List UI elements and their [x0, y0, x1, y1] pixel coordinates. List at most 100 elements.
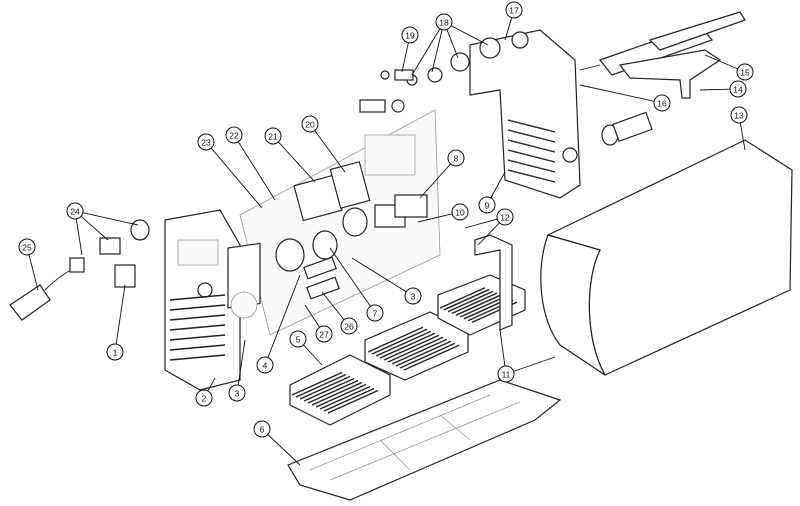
heatsink-right — [437, 234, 526, 336]
heatsink-fin — [299, 375, 351, 400]
callout-circle — [256, 356, 274, 374]
callout-circle — [729, 80, 747, 98]
callout-circle — [451, 203, 469, 221]
callout-circle — [478, 196, 496, 214]
callout-circle — [401, 26, 419, 44]
callout-circle — [653, 94, 671, 112]
heatsink-fin — [315, 383, 367, 408]
callout-10: 10 — [451, 203, 469, 221]
vent-slot — [507, 149, 556, 163]
leader-line — [419, 163, 451, 199]
heatsink-fin — [375, 330, 432, 357]
callout-15: 15 — [736, 63, 754, 81]
callout-3: 3 — [228, 384, 246, 402]
callout-19: 19 — [401, 26, 419, 44]
vent-slot — [507, 169, 556, 183]
callout-circle — [66, 202, 84, 220]
callout-number: 16 — [657, 99, 667, 109]
heatsink-fin — [303, 377, 355, 402]
heatsink-middle — [364, 311, 469, 381]
callout-circle — [447, 149, 465, 167]
vent-slot — [507, 129, 556, 143]
callout-11: 11 — [497, 365, 515, 383]
callout-circle — [301, 115, 319, 133]
callout-14: 14 — [729, 80, 747, 98]
callout-circle — [228, 384, 246, 402]
callout-circle — [106, 343, 124, 361]
power-plug-cable — [9, 219, 150, 321]
callout-circle — [497, 365, 515, 383]
leader-line — [513, 356, 556, 372]
callout-24: 24 — [66, 202, 84, 220]
callout-16: 16 — [653, 94, 671, 112]
callout-number: 25 — [22, 243, 32, 253]
callout-5: 5 — [289, 330, 307, 348]
leader-line — [431, 29, 443, 73]
callout-circle — [730, 106, 748, 124]
leader-line — [115, 284, 126, 345]
callout-circle — [496, 208, 514, 226]
heatsink-fin — [391, 338, 448, 365]
leader-line — [314, 130, 346, 173]
callout-7: 7 — [366, 304, 384, 322]
callout-circle — [197, 133, 215, 151]
heatsink-fin — [295, 373, 347, 398]
front-panel — [164, 209, 241, 391]
leader-line — [267, 434, 301, 466]
callout-number: 4 — [263, 361, 268, 371]
leader-line — [739, 122, 746, 151]
callout-20: 20 — [301, 115, 319, 133]
callout-6: 6 — [253, 420, 271, 438]
vent-slot — [507, 139, 556, 153]
electrode-holder — [579, 11, 746, 76]
leader-line — [446, 29, 459, 59]
callout-number: 12 — [500, 213, 510, 223]
vent-slot — [507, 119, 556, 133]
heatsink-fin — [311, 381, 363, 406]
cooling-fan — [227, 242, 261, 319]
callout-circle — [315, 325, 333, 343]
leader-line — [210, 147, 263, 209]
housing-cover — [540, 139, 793, 376]
callout-8: 8 — [447, 149, 465, 167]
callout-17: 17 — [505, 1, 523, 19]
vent-slot — [169, 344, 226, 351]
callout-number: 15 — [740, 68, 750, 78]
heatsink-fin — [443, 288, 490, 311]
callout-12: 12 — [496, 208, 514, 226]
heatsink-fin — [327, 389, 379, 414]
heatsink-fin — [371, 328, 428, 355]
callout-number: 22 — [229, 131, 239, 141]
callout-3: 3 — [404, 287, 422, 305]
leader-line — [75, 218, 83, 256]
heatsink-fin — [399, 342, 456, 369]
heatsink-fin — [451, 292, 498, 315]
leader-line — [80, 215, 109, 241]
callout-number: 9 — [485, 201, 490, 211]
leader-line — [28, 254, 39, 291]
leader-line — [237, 339, 246, 386]
vent-slot — [507, 159, 556, 173]
leader-line — [477, 222, 500, 246]
leader-line — [303, 344, 323, 366]
callout-number: 5 — [296, 335, 301, 345]
callout-number: 7 — [373, 309, 378, 319]
leader-line — [490, 171, 506, 199]
leader-line — [464, 218, 498, 229]
callout-number: 11 — [502, 370, 511, 380]
heatsink-fin — [291, 371, 343, 396]
leader-line — [704, 54, 738, 70]
callout-22: 22 — [225, 126, 243, 144]
callout-number: 2 — [202, 394, 207, 404]
rear-panel — [359, 29, 653, 199]
callout-25: 25 — [18, 238, 36, 256]
callout-number: 18 — [439, 18, 449, 28]
callout-number: 27 — [319, 330, 329, 340]
heatsink-fin — [307, 379, 359, 404]
heatsink-fin — [383, 334, 440, 361]
callout-circle — [195, 389, 213, 407]
heatsink-fin — [459, 296, 506, 318]
callout-circle — [736, 63, 754, 81]
vent-slot — [169, 304, 226, 311]
